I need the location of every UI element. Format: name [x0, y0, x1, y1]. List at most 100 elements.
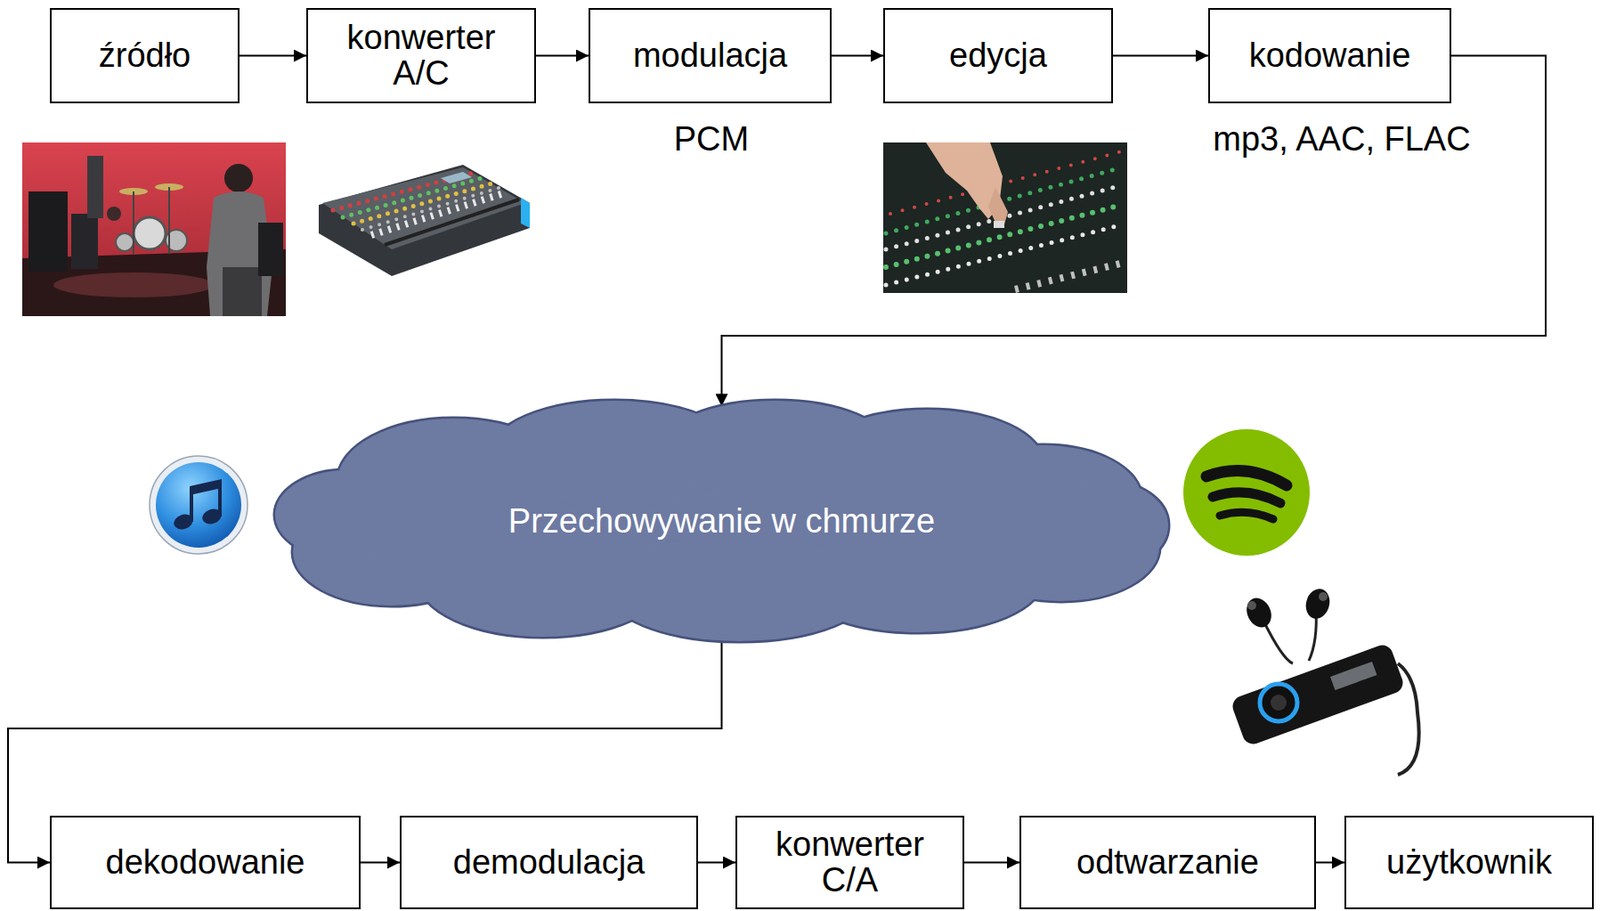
mp3-player-part	[1229, 641, 1406, 748]
node-text: użytkownik	[1386, 844, 1552, 881]
cloud-outline-part	[275, 470, 418, 560]
editing-photo-part	[890, 151, 1122, 214]
itunes-icon	[149, 455, 248, 554]
flow-arrow	[722, 56, 1547, 407]
band-photo-part	[28, 191, 68, 272]
mixer-console-part	[371, 192, 507, 236]
node-content: odtwarzanie	[1076, 844, 1259, 881]
mixer-console-part	[440, 171, 472, 184]
spotify-icon-part	[1219, 511, 1274, 520]
spotify-icon-part	[1206, 470, 1287, 486]
storage-cloud: Przechowywanie w chmurze	[275, 400, 1169, 643]
process-box: kodowanie	[1208, 8, 1452, 104]
flow-arrow	[1315, 861, 1345, 864]
editing-photo-part	[1015, 262, 1124, 290]
process-box: dekodowanie	[49, 815, 361, 910]
cloud-fill-part	[275, 470, 418, 560]
format-label: PCM	[674, 121, 749, 159]
mp3-player-part	[1330, 661, 1377, 691]
process-box: źródło	[49, 8, 240, 104]
mixer-console-part	[322, 167, 526, 250]
band-photo-part	[133, 217, 166, 250]
node-text: dekodowanie	[105, 844, 306, 881]
node-text: demodulacja	[453, 844, 645, 881]
node-content: demodulacja	[453, 844, 645, 881]
band-photo-part	[224, 163, 253, 193]
node-content: konwerter A/C	[336, 20, 506, 92]
process-box: użytkownik	[1344, 815, 1594, 910]
band-photo	[22, 142, 286, 317]
node-content: modulacja	[633, 38, 788, 74]
node-content: edycja	[949, 38, 1048, 74]
band-photo-part	[53, 272, 214, 298]
flow-arrow	[536, 55, 589, 57]
mixer-console-part	[384, 199, 520, 245]
mixer-console-part	[318, 164, 530, 277]
band-photo-part	[168, 186, 171, 254]
band-photo-part	[132, 191, 135, 254]
process-box: odtwarzanie	[1019, 815, 1316, 910]
node-content: Przechowywanie w chmurze	[508, 503, 935, 540]
flow-arrow	[360, 861, 400, 864]
mp3-player	[1229, 585, 1420, 775]
editing-photo-part	[885, 167, 1122, 234]
band-photo-part	[87, 155, 104, 219]
band-photo-part	[222, 267, 262, 317]
mixer-console-part	[342, 178, 482, 218]
mp3-player-part	[1270, 694, 1287, 711]
spotify-icon-part	[1183, 429, 1310, 556]
node-text: źródło	[98, 38, 192, 74]
band-photo-part	[106, 206, 122, 221]
node-text: kodowanie	[1249, 38, 1412, 74]
editing-photo	[883, 142, 1128, 293]
spotify-icon-part	[1212, 492, 1281, 504]
node-text: modulacja	[633, 38, 788, 74]
editing-photo-part	[993, 220, 1005, 228]
band-photo-part	[115, 233, 134, 252]
itunes-icon-part	[189, 479, 222, 496]
itunes-icon-part	[155, 462, 242, 548]
process-box: konwerter A/C	[306, 8, 537, 104]
flow-arrow	[239, 55, 307, 57]
node-text: odtwarzanie	[1076, 844, 1259, 881]
mp3-player-part	[1247, 601, 1257, 610]
cloud-fill-part	[1043, 480, 1169, 570]
mp3-player-part	[1318, 592, 1328, 602]
mp3-player-part	[1262, 618, 1293, 664]
editing-photo-part	[885, 185, 1122, 250]
node-content: użytkownik	[1386, 844, 1552, 881]
process-box: konwerter C/A	[735, 815, 965, 910]
mp3-player-part	[1259, 683, 1298, 722]
process-box: edycja	[883, 8, 1113, 104]
node-content: źródło	[98, 38, 192, 74]
band-photo-part	[22, 142, 286, 317]
node-text: konwerter C/A	[765, 827, 935, 899]
editing-photo-part	[988, 186, 1008, 225]
process-box: demodulacja	[399, 815, 699, 910]
node-text: edycja	[949, 38, 1048, 74]
editing-photo-part	[885, 224, 1124, 285]
flow-arrow	[698, 861, 736, 864]
mixer-console	[318, 164, 530, 277]
cloud-outline-part	[1043, 480, 1169, 570]
band-photo-part	[71, 213, 98, 269]
node-content: kodowanie	[1249, 38, 1412, 74]
flow-arrow	[964, 861, 1020, 864]
mixer-console-part	[332, 172, 473, 211]
mixer-console-part	[362, 187, 499, 230]
band-photo-part	[258, 222, 284, 277]
editing-photo-part	[883, 142, 1128, 293]
spotify-icon	[1183, 429, 1310, 556]
flow-arrow	[831, 55, 884, 57]
mp3-player-part	[1229, 641, 1406, 748]
format-label: mp3, AAC, FLAC	[1212, 121, 1471, 159]
mp3-player-part	[1302, 585, 1333, 622]
node-text: Przechowywanie w chmurze	[508, 503, 935, 540]
mixer-console-part	[520, 197, 530, 228]
mp3-player-part	[1242, 593, 1276, 632]
node-text: konwerter A/C	[336, 20, 506, 92]
process-box: modulacja	[588, 8, 832, 104]
flow-arrow	[1112, 55, 1209, 57]
itunes-icon-part	[149, 455, 248, 554]
